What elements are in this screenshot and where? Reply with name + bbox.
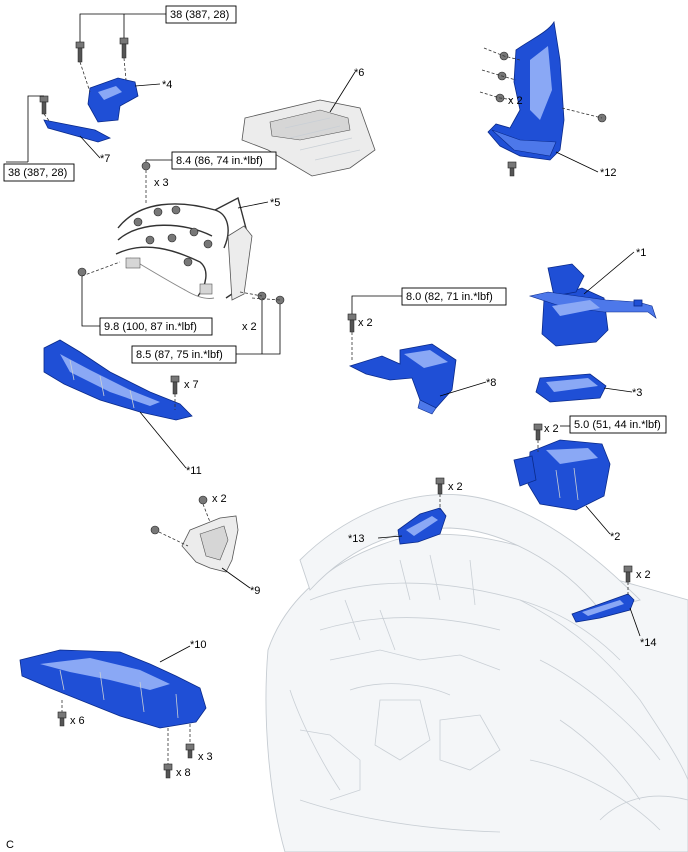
torque-text-t4: 9.8 (100, 87 in.*lbf) — [104, 321, 197, 333]
qty-cleaner-x2: x 2 — [544, 423, 559, 435]
qty-bracket-x2: x 2 — [508, 95, 523, 107]
callout-p6: *6 — [354, 67, 364, 79]
leader-p5 — [237, 201, 269, 209]
leader-p13 — [377, 535, 403, 539]
torque-spec-t7: 5.0 (51, 44 in.*lbf) — [569, 415, 667, 434]
leader-p2 — [585, 505, 611, 535]
leader-p7 — [79, 135, 101, 159]
leader-p10 — [159, 645, 191, 663]
leader-p12 — [555, 151, 599, 173]
callout-p13: *13 — [348, 533, 365, 545]
qty-wire-x3: x 3 — [154, 177, 169, 189]
figure-code: C — [6, 839, 14, 851]
torque-text-t2: 38 (387, 28) — [8, 167, 67, 179]
torque-spec-t4: 9.8 (100, 87 in.*lbf) — [99, 317, 213, 336]
leader-p6 — [329, 71, 356, 113]
heat-shield — [150, 495, 239, 573]
callout-p10: *10 — [190, 639, 207, 651]
air-intake-duct — [347, 313, 457, 415]
callout-p1: *1 — [636, 247, 646, 259]
callout-p14: *14 — [640, 637, 657, 649]
leader-p1 — [583, 251, 635, 295]
callout-p12: *12 — [600, 167, 617, 179]
callout-p5: *5 — [270, 197, 280, 209]
qty-shield-x2: x 2 — [212, 493, 227, 505]
qty-hinge13-x2: x 2 — [448, 481, 463, 493]
qty-hinge14-x2: x 2 — [636, 569, 651, 581]
bolt-guides-harness — [81, 170, 281, 301]
leader-p3 — [603, 387, 633, 393]
qty-under-x3: x 3 — [198, 751, 213, 763]
engine-cover — [241, 99, 376, 177]
leader-t4 — [81, 276, 102, 327]
bolt-guides-bracket12 — [479, 47, 603, 119]
leader-t1 — [79, 13, 166, 42]
fender-bracket — [487, 20, 607, 177]
leader-t2 — [6, 95, 44, 163]
wire-harness — [77, 161, 285, 305]
hood-hinge-cover-right — [571, 565, 635, 623]
leader-p8 — [439, 381, 487, 397]
callout-p7: *7 — [100, 153, 110, 165]
qty-under-x8: x 8 — [176, 767, 191, 779]
qty-under-x6: x 6 — [70, 715, 85, 727]
leader-p11 — [139, 411, 187, 469]
leader-t5 — [236, 300, 281, 355]
callout-p2: *2 — [610, 531, 620, 543]
torque-spec-t2: 38 (387, 28) — [3, 163, 75, 182]
leader-t6 — [351, 295, 402, 314]
air-cleaner-case — [513, 423, 611, 511]
torque-text-t7: 5.0 (51, 44 in.*lbf) — [574, 419, 661, 431]
callout-p4: *4 — [162, 79, 172, 91]
torque-text-t3: 8.4 (86, 74 in.*lbf) — [176, 155, 263, 167]
radiator-support-cover — [43, 339, 193, 421]
bolt-guides-bracket — [43, 57, 127, 123]
bracket-assembly — [39, 37, 139, 143]
hood-hinge-cover-left — [397, 477, 447, 545]
leader-p4 — [134, 83, 161, 87]
bolt-guides-undercover — [61, 700, 191, 764]
vehicle-front-illustration — [265, 494, 688, 852]
qty-duct-x2: x 2 — [358, 317, 373, 329]
qty-cover-x7: x 7 — [184, 379, 199, 391]
torque-spec-t3: 8.4 (86, 74 in.*lbf) — [171, 151, 277, 170]
bolt-guides-shield — [158, 503, 211, 547]
torque-spec-t6: 8.0 (82, 71 in.*lbf) — [401, 287, 507, 306]
torque-spec-t1: 38 (387, 28) — [165, 5, 237, 24]
torque-text-t1: 38 (387, 28) — [170, 9, 229, 21]
air-cleaner-cap — [528, 263, 657, 347]
callout-p11: *11 — [186, 465, 202, 477]
qty-wire-x2: x 2 — [242, 321, 257, 333]
torque-text-t5: 8.5 (87, 75 in.*lbf) — [136, 349, 223, 361]
leader-p9 — [221, 567, 251, 589]
callout-p8: *8 — [486, 377, 496, 389]
leader-p14 — [629, 607, 641, 637]
air-filter-element — [535, 373, 607, 403]
torque-spec-t5: 8.5 (87, 75 in.*lbf) — [131, 345, 237, 364]
engine-under-cover — [19, 649, 207, 779]
leader-t3 — [145, 159, 172, 162]
torque-text-t6: 8.0 (82, 71 in.*lbf) — [406, 291, 493, 303]
callout-p9: *9 — [250, 585, 260, 597]
callout-p3: *3 — [632, 387, 642, 399]
